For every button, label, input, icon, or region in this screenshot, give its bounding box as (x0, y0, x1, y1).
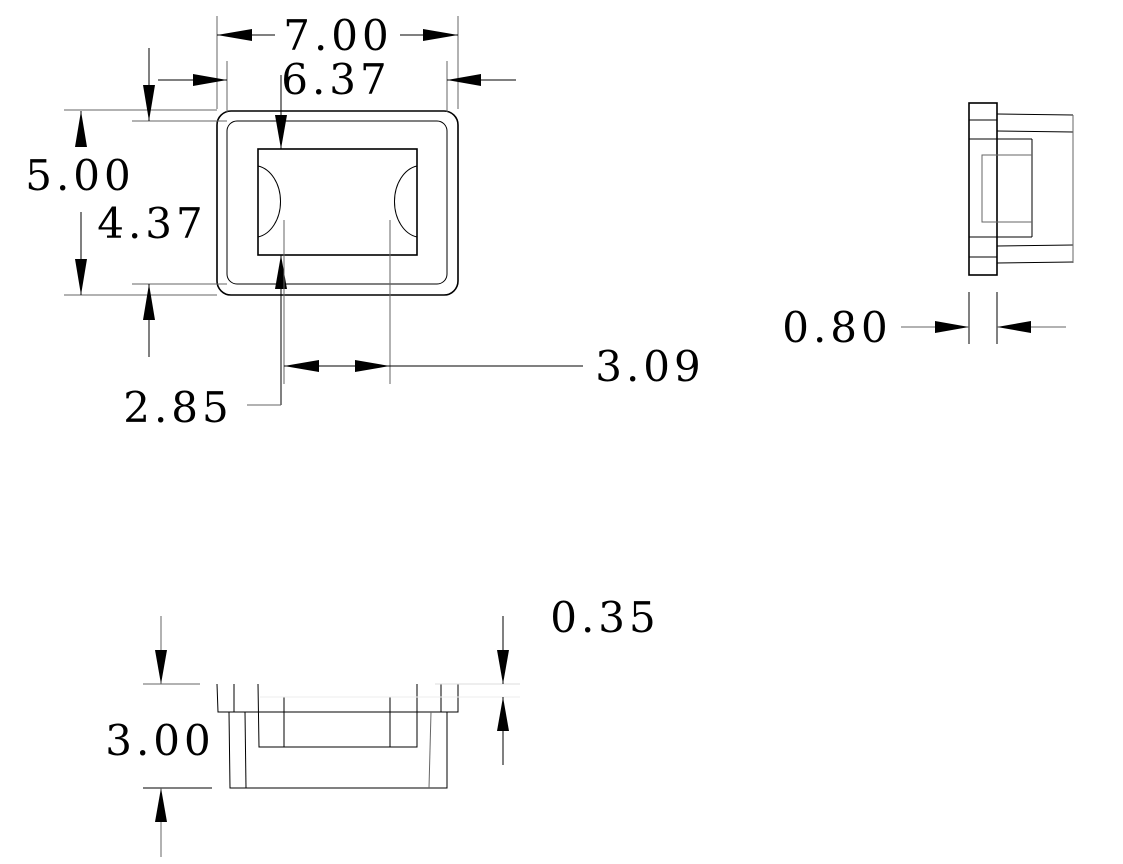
dim-label: 2.85 (123, 383, 233, 432)
front-view (216, 110, 459, 296)
dim-label: 3.09 (595, 342, 705, 391)
dim-flange-step: 0.35 (260, 593, 660, 765)
dim-inner-width: 6.37 (158, 55, 516, 112)
bottom-view (216, 683, 459, 789)
dim-window-span: 3.09 (283, 220, 705, 391)
dim-label: 0.80 (782, 303, 892, 352)
dim-label: 4.37 (97, 199, 207, 248)
left-arc (257, 165, 281, 238)
dim-window-offset: 2.85 (123, 75, 287, 432)
dim-overall-height: 5.00 (25, 109, 217, 296)
outer-outline (216, 110, 459, 296)
window-rect (257, 148, 418, 256)
dim-label: 3.00 (105, 716, 215, 765)
right-arc (394, 165, 418, 238)
dim-inner-height: 4.37 (97, 48, 227, 357)
dim-label: 0.35 (550, 593, 660, 642)
dim-overall-depth: 3.00 (105, 616, 215, 857)
dim-overall-width: 7.00 (216, 11, 459, 109)
dim-label: 6.37 (281, 55, 391, 104)
side-view (968, 102, 1074, 276)
inner-outline (226, 120, 448, 285)
dim-flange-thickness: 0.80 (782, 292, 1066, 352)
dim-label: 5.00 (25, 151, 135, 200)
dim-label: 7.00 (283, 11, 393, 60)
